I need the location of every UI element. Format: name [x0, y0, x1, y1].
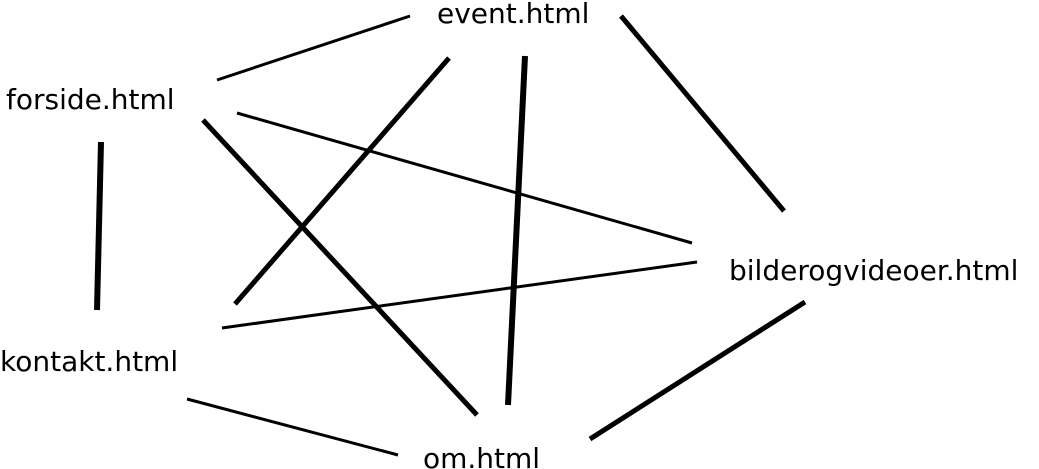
node-bilderogvideoer-label: bilderogvideoer.html: [729, 254, 1018, 287]
edge-forside-kontakt: [94, 141, 104, 311]
edge-om-bilder: [588, 299, 807, 442]
node-forside-label: forside.html: [6, 83, 175, 116]
edge-forside-bilder: [236, 111, 693, 245]
edges-layer: [94, 14, 807, 457]
edge-event-kontakt: [233, 56, 451, 306]
node-om-label: om.html: [423, 442, 540, 469]
edge-forside-event: [216, 14, 411, 82]
node-kontakt-label: kontakt.html: [0, 345, 178, 378]
edge-kontakt-om: [186, 397, 399, 457]
edge-forside-om: [201, 118, 479, 417]
edge-kontakt-bilder: [221, 260, 698, 330]
nodes-layer: event.html forside.html bilderogvideoer.…: [0, 0, 1018, 469]
node-event-label: event.html: [437, 0, 589, 30]
edge-event-bilder: [619, 14, 786, 213]
edge-event-om: [505, 55, 528, 406]
